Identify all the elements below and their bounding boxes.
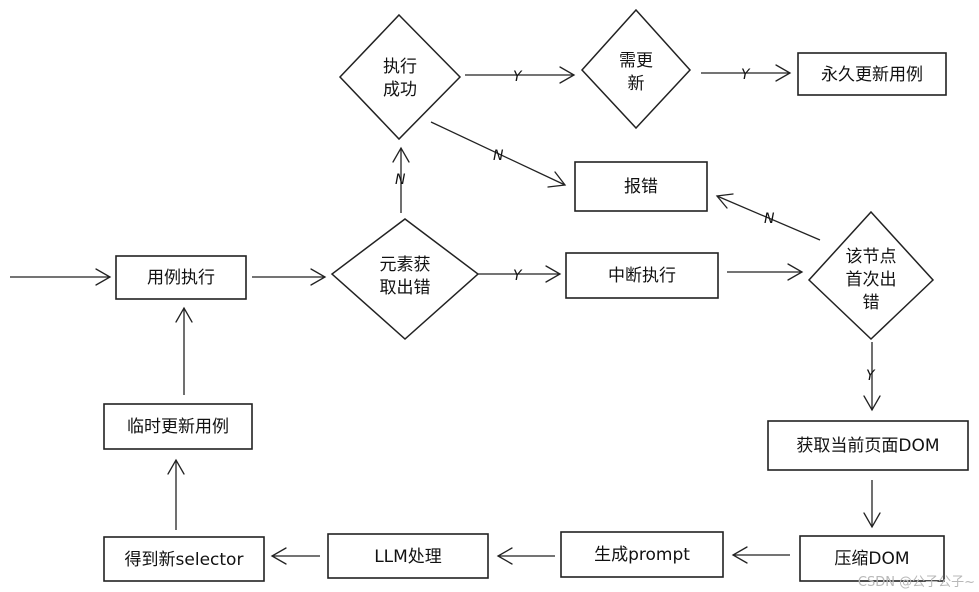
watermark: CSDN @公子公子~	[857, 575, 975, 590]
node-report-error: 报错	[574, 161, 708, 212]
node-gen-prompt-label: 生成prompt	[594, 545, 690, 565]
node-first-error-line3: 错	[863, 293, 880, 313]
node-need-update-line2: 新	[628, 74, 645, 94]
label-exec-to-need: Y	[513, 69, 523, 85]
node-element-check-line1: 元素获	[380, 255, 431, 275]
node-llm: LLM处理	[327, 533, 489, 579]
node-new-selector: 得到新selector	[103, 536, 265, 582]
node-exec-success-line1: 执行	[383, 57, 417, 77]
node-interrupt-label: 中断执行	[608, 266, 676, 286]
label-exec-to-report: N	[493, 148, 504, 164]
arrowhead-compress-to-prompt	[731, 546, 748, 564]
arrowhead-need-to-permanent	[775, 64, 792, 82]
arrowhead-temp-to-start	[175, 306, 193, 323]
arrowhead-exec-to-need	[559, 66, 576, 84]
node-start-case-label: 用例执行	[147, 268, 215, 288]
arrowhead-first-to-dom	[863, 395, 881, 412]
arrowhead-interrupt-to-first	[787, 263, 804, 281]
node-permanent-update-label: 永久更新用例	[821, 65, 923, 85]
node-first-error-line1: 该节点	[846, 247, 897, 267]
node-compress-dom: 压缩DOM	[799, 535, 945, 582]
node-gen-prompt: 生成prompt	[560, 531, 724, 578]
node-interrupt: 中断执行	[565, 252, 719, 299]
arrowhead-selector-to-temp	[167, 458, 185, 475]
arrowhead-element-to-interrupt	[545, 265, 562, 283]
arrowhead-first-to-report	[715, 193, 734, 209]
label-first-to-report: N	[764, 211, 775, 227]
node-element-check-line2: 取出错	[380, 278, 431, 298]
arrowhead-dom-to-compress	[863, 512, 881, 529]
node-report-error-label: 报错	[624, 177, 658, 197]
label-element-to-interrupt: Y	[513, 268, 523, 284]
node-llm-label: LLM处理	[374, 547, 442, 567]
node-temp-update: 临时更新用例	[103, 403, 253, 450]
arrowhead-prompt-to-llm	[496, 547, 513, 565]
node-element-check: 元素获 取出错	[330, 218, 480, 341]
node-first-error: 该节点 首次出 错	[807, 210, 935, 341]
label-need-to-permanent: Y	[741, 67, 751, 83]
node-compress-dom-label: 压缩DOM	[834, 549, 909, 569]
node-get-dom: 获取当前页面DOM	[767, 420, 969, 471]
arrowhead-exec-to-report	[547, 171, 567, 188]
arrowhead-llm-to-selector	[270, 547, 287, 565]
arrowhead-entry	[95, 268, 112, 286]
arrowhead-element-to-exec	[392, 146, 410, 163]
decision-nodes: 元素获 取出错 执行 成功 需更 新 该节点 首次出 错	[330, 8, 935, 341]
node-first-error-line2: 首次出	[846, 270, 897, 290]
arrowhead-start-to-element	[310, 268, 327, 286]
node-temp-update-label: 临时更新用例	[127, 417, 229, 437]
node-new-selector-label: 得到新selector	[125, 550, 244, 570]
node-exec-success-line2: 成功	[383, 80, 417, 100]
node-need-update-line1: 需更	[619, 51, 653, 71]
node-exec-success: 执行 成功	[338, 13, 462, 141]
node-permanent-update: 永久更新用例	[797, 52, 947, 96]
node-start-case: 用例执行	[115, 255, 247, 300]
edges-layer	[10, 64, 881, 565]
label-first-to-dom: Y	[866, 368, 876, 384]
edge-first-to-report	[716, 195, 821, 241]
node-get-dom-label: 获取当前页面DOM	[796, 436, 939, 456]
process-nodes: 用例执行 永久更新用例 报错 中断执行 获取当前页面DOM 压缩DOM 生成pr…	[103, 52, 969, 582]
node-need-update: 需更 新	[580, 8, 692, 130]
label-element-to-exec: N	[395, 172, 406, 188]
edge-labels-layer: N Y Y N Y N Y	[395, 67, 876, 384]
edge-exec-to-report	[430, 121, 566, 186]
